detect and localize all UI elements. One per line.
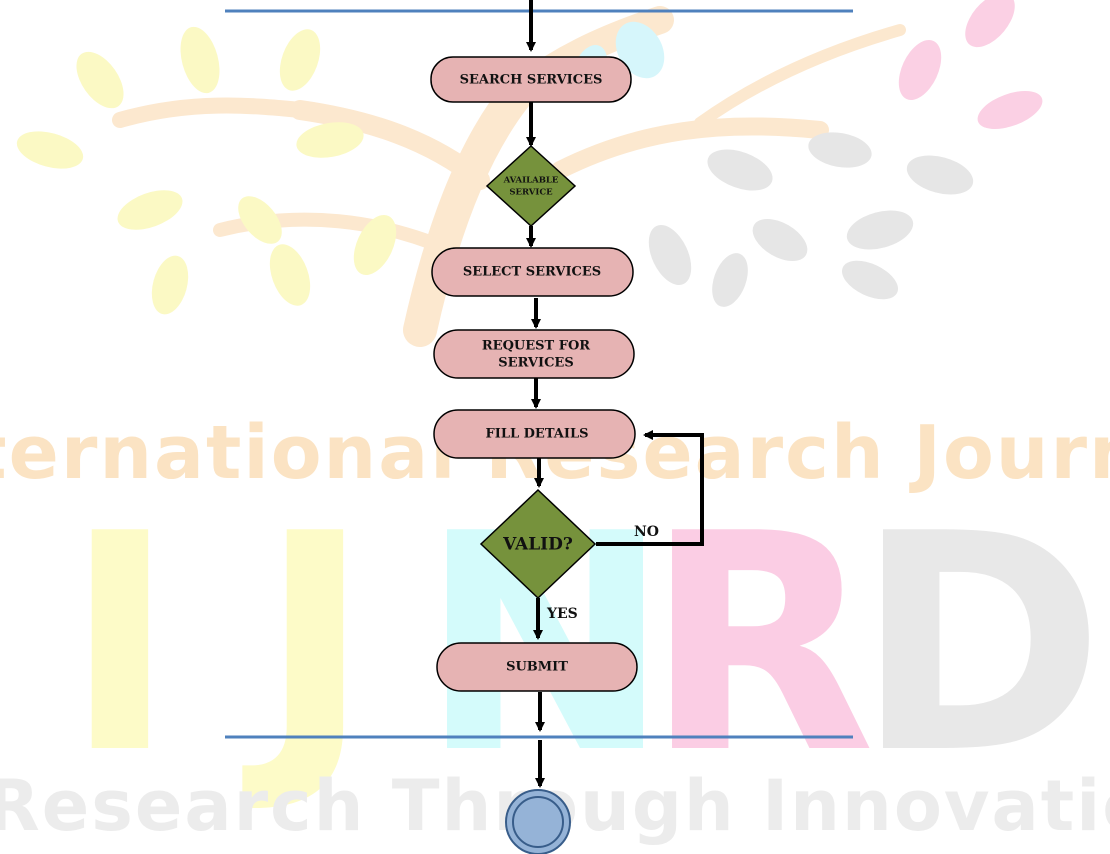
activity-label: FILL DETAILS bbox=[486, 427, 589, 442]
decision-shape bbox=[479, 488, 597, 600]
arrow-valid-no-loop bbox=[596, 430, 704, 546]
activity-shape bbox=[433, 409, 636, 459]
watermark-leaves bbox=[16, 0, 1043, 315]
node-fill-details: FILL DETAILS bbox=[433, 409, 636, 459]
node-available-service: AVAILABLE SERVICE bbox=[485, 144, 577, 228]
activity-label-line2: SERVICES bbox=[498, 356, 573, 371]
decision-label: VALID? bbox=[502, 535, 573, 555]
node-end bbox=[505, 789, 571, 854]
watermark-letter-j: J bbox=[240, 470, 370, 819]
node-submit: SUBMIT bbox=[436, 642, 638, 692]
edge-label-no: NO bbox=[634, 524, 659, 540]
node-search-services: SEARCH SERVICES bbox=[430, 56, 632, 103]
decision-label-line2: SERVICE bbox=[509, 188, 553, 198]
watermark-letter-r: R bbox=[644, 470, 875, 819]
decision-label-line1: AVAILABLE bbox=[503, 176, 559, 186]
node-select-services: SELECT SERVICES bbox=[431, 247, 634, 297]
node-request-for-services: REQUEST FOR SERVICES bbox=[433, 329, 635, 379]
watermark-letter-d: D bbox=[855, 470, 1104, 819]
connectors bbox=[526, 0, 704, 788]
activity-shape bbox=[431, 247, 634, 297]
decision-shape bbox=[485, 144, 577, 228]
activity-label: SELECT SERVICES bbox=[463, 265, 601, 280]
activity-label: SEARCH SERVICES bbox=[460, 73, 603, 88]
activity-shape bbox=[436, 642, 638, 692]
activity-label-line1: REQUEST FOR bbox=[482, 339, 590, 354]
activity-shape bbox=[433, 329, 635, 379]
end-outer-circle bbox=[505, 789, 571, 854]
activity-label: SUBMIT bbox=[506, 660, 568, 675]
watermark-letter-i: I bbox=[64, 470, 176, 819]
edge-label-yes: YES bbox=[546, 606, 578, 622]
end-inner-circle bbox=[512, 796, 564, 848]
node-valid: VALID? bbox=[479, 488, 597, 600]
activity-shape bbox=[430, 56, 632, 103]
